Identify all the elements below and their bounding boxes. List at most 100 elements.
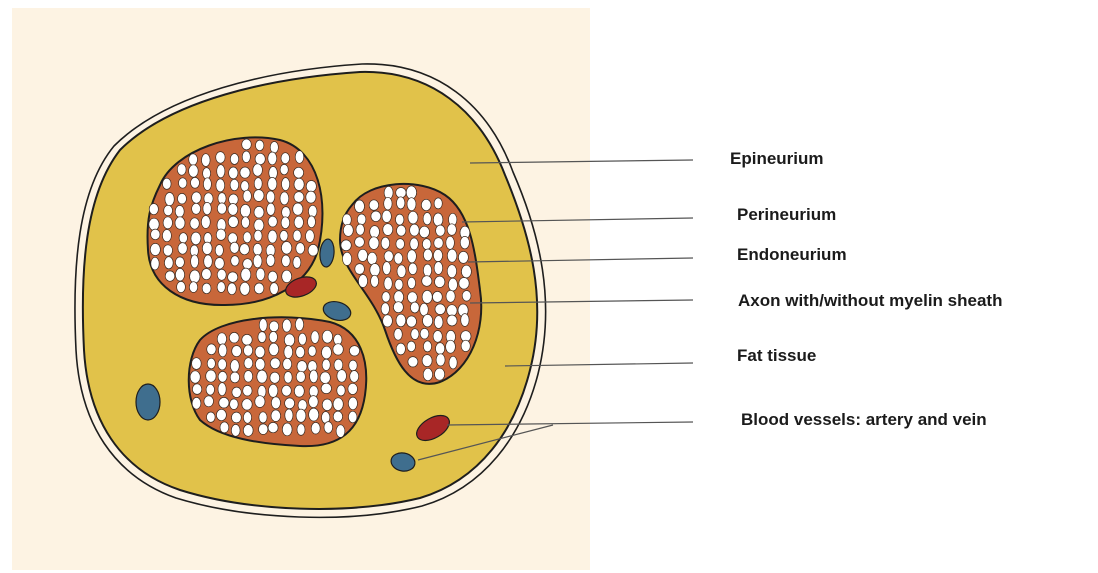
axon: [257, 370, 267, 383]
axon: [334, 359, 343, 371]
axon: [201, 216, 210, 229]
axon: [242, 399, 252, 410]
axon: [232, 346, 242, 357]
leader-fat: [505, 363, 693, 366]
axon: [175, 257, 184, 268]
axon: [293, 203, 303, 215]
axon: [370, 264, 380, 277]
axon: [177, 164, 186, 175]
axon: [269, 343, 279, 355]
axon: [348, 397, 357, 410]
axon: [460, 236, 469, 248]
axon: [259, 412, 267, 423]
axon: [241, 181, 249, 192]
axon: [149, 218, 159, 230]
axon: [191, 177, 200, 188]
axon: [150, 243, 160, 255]
axon: [393, 302, 403, 313]
axon: [192, 358, 202, 370]
axon: [422, 355, 432, 367]
axon: [230, 242, 239, 253]
axon: [308, 205, 317, 217]
axon: [447, 305, 457, 317]
axon: [178, 243, 187, 255]
axon: [218, 193, 226, 204]
axon: [230, 372, 239, 383]
axon: [192, 203, 201, 214]
axon: [433, 331, 442, 343]
axon: [243, 425, 253, 437]
axon: [333, 398, 343, 411]
axon: [384, 277, 392, 290]
axon: [149, 204, 158, 215]
axon: [322, 330, 332, 343]
axon: [333, 344, 343, 355]
axon: [218, 359, 227, 370]
axon: [204, 396, 214, 407]
axon: [295, 151, 304, 164]
axon: [281, 217, 290, 229]
axon: [341, 240, 351, 251]
axon: [333, 411, 342, 422]
axon: [296, 243, 305, 254]
axon: [381, 237, 390, 249]
axon: [322, 346, 332, 359]
axon: [408, 292, 418, 303]
axon: [407, 341, 415, 352]
axon: [244, 345, 253, 356]
axon: [419, 226, 429, 238]
axon: [284, 372, 292, 384]
axon: [434, 316, 443, 329]
axon: [447, 249, 457, 262]
axon: [422, 276, 432, 287]
axon: [253, 164, 263, 176]
axon: [396, 239, 405, 250]
axon: [191, 255, 199, 268]
axon: [459, 278, 469, 290]
axon: [435, 368, 445, 380]
axon: [243, 259, 253, 269]
axon: [270, 142, 278, 154]
axon: [348, 411, 357, 423]
axon: [216, 409, 226, 420]
axon: [268, 422, 278, 432]
axon: [434, 262, 443, 275]
label-fat-tissue: Fat tissue: [737, 346, 816, 366]
axon: [268, 216, 277, 227]
axon: [164, 205, 173, 215]
axon: [382, 292, 390, 302]
axon: [240, 282, 250, 295]
axon: [321, 383, 331, 393]
axon: [449, 356, 457, 369]
axon: [232, 412, 242, 423]
axon: [215, 258, 225, 270]
axon: [295, 318, 303, 331]
axon: [420, 328, 429, 339]
axon: [397, 225, 406, 236]
axon: [271, 410, 281, 422]
axon: [256, 140, 264, 151]
axon: [280, 164, 288, 174]
axon: [241, 217, 249, 228]
axon: [282, 178, 290, 191]
axon: [396, 343, 405, 355]
axon: [228, 272, 238, 282]
axon: [293, 230, 301, 241]
axon: [396, 214, 404, 225]
axon: [406, 186, 416, 199]
axon: [322, 359, 330, 370]
axon: [218, 383, 226, 396]
axon: [217, 203, 226, 214]
axon: [242, 334, 252, 345]
axon: [191, 232, 201, 245]
axon: [343, 224, 353, 236]
axon: [383, 315, 393, 327]
axon: [206, 384, 214, 395]
axon: [216, 152, 225, 164]
axon: [436, 343, 445, 355]
axon: [179, 233, 187, 243]
axon: [254, 283, 264, 294]
axon: [206, 370, 216, 382]
axon: [207, 358, 215, 369]
